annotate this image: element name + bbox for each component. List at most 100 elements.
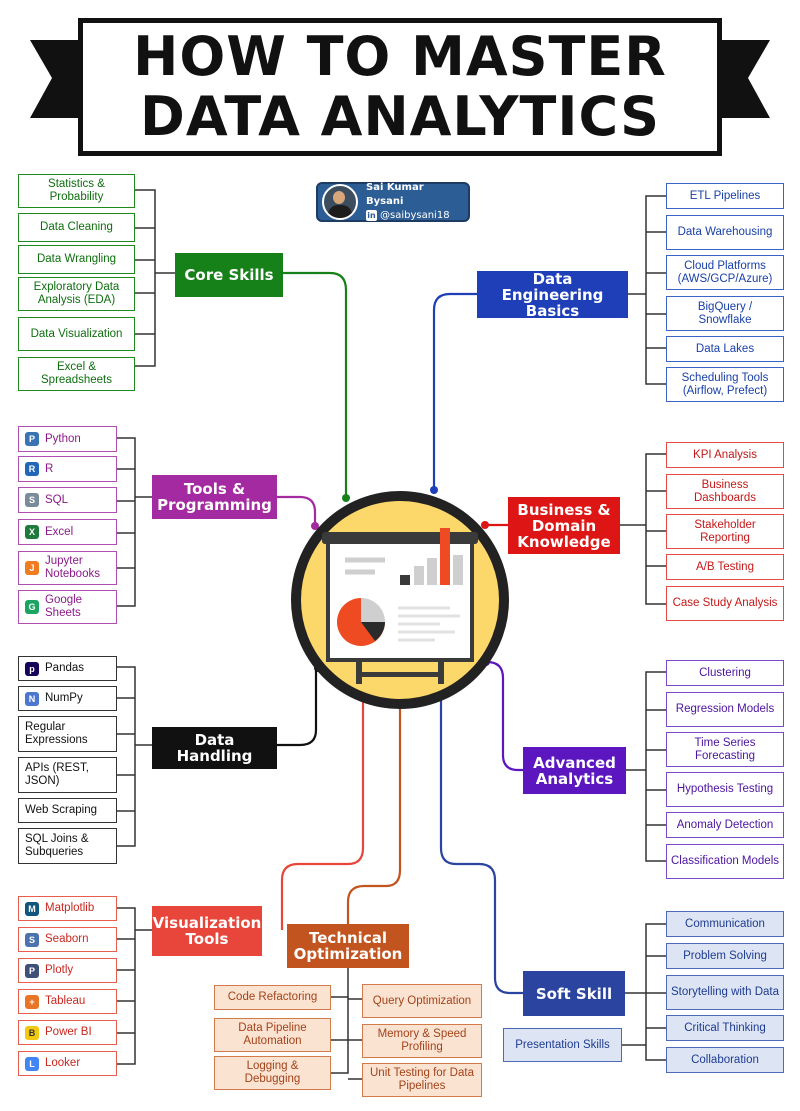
- adv-item: Clustering: [666, 660, 784, 686]
- core-skill-item: Data Wrangling: [18, 245, 135, 274]
- r-icon: R: [25, 462, 39, 476]
- eng-item: ETL Pipelines: [666, 183, 784, 209]
- tech-item: Logging & Debugging: [214, 1056, 331, 1090]
- category-business-domain: Business & Domain Knowledge: [508, 497, 620, 554]
- python-icon: P: [25, 432, 39, 446]
- core-skill-item: Statistics & Probability: [18, 174, 135, 208]
- handling-label: NumPy: [45, 692, 83, 704]
- soft-item: Problem Solving: [666, 943, 784, 969]
- core-skill-item: Excel & Spreadsheets: [18, 357, 135, 391]
- viz-label: Seaborn: [45, 933, 89, 945]
- excel-icon: X: [25, 525, 39, 539]
- category-technical-optimization: Technical Optimization: [287, 924, 409, 968]
- title-line-2: DATA ANALYTICS: [140, 85, 660, 148]
- viz-item-seaborn: S Seaborn: [18, 927, 117, 952]
- tech-item: Query Optimization: [362, 984, 482, 1018]
- soft-item: Communication: [666, 911, 784, 937]
- tool-label: Excel: [45, 525, 74, 538]
- category-advanced-analytics: Advanced Analytics: [523, 747, 626, 794]
- biz-item: KPI Analysis: [666, 442, 784, 468]
- viz-item-plotly: P Plotly: [18, 958, 117, 983]
- pandas-icon: p: [25, 661, 39, 676]
- author-badge[interactable]: Sai Kumar Bysani in@saibysani18: [316, 182, 470, 222]
- viz-item-tableau: + Tableau: [18, 989, 117, 1014]
- adv-item: Time Series Forecasting: [666, 732, 784, 767]
- banner-ribbon-left: [30, 40, 78, 118]
- biz-item: Case Study Analysis: [666, 586, 784, 621]
- tool-item-excel: X Excel: [18, 519, 117, 545]
- soft-item-presentation: Presentation Skills: [503, 1028, 622, 1062]
- adv-item: Hypothesis Testing: [666, 772, 784, 807]
- core-skill-item: Data Cleaning: [18, 213, 135, 242]
- tool-label: Jupyter Notebooks: [45, 555, 100, 580]
- google-sheets-icon: G: [25, 600, 39, 614]
- viz-label: Power BI: [45, 1026, 92, 1038]
- category-data-handling: Data Handling: [152, 727, 277, 769]
- tech-item: Code Refactoring: [214, 985, 331, 1010]
- eng-item: Data Lakes: [666, 336, 784, 362]
- biz-item: A/B Testing: [666, 554, 784, 580]
- author-name: Sai Kumar Bysani: [366, 182, 424, 207]
- category-core-skills: Core Skills: [175, 253, 283, 297]
- author-handle: @saibysani18: [380, 210, 450, 221]
- seaborn-icon: S: [25, 932, 39, 947]
- viz-label: Looker: [45, 1057, 81, 1069]
- core-skill-item: Exploratory Data Analysis (EDA): [18, 277, 135, 311]
- viz-item-power-bi: B Power BI: [18, 1020, 117, 1045]
- title-banner: HOW TO MASTER DATA ANALYTICS: [78, 18, 722, 156]
- tool-item-python: P Python: [18, 426, 117, 452]
- eng-item: Cloud Platforms (AWS/GCP/Azure): [666, 255, 784, 290]
- tool-item-jupyter: J Jupyter Notebooks: [18, 551, 117, 585]
- adv-item: Classification Models: [666, 844, 784, 879]
- linkedin-icon: in: [366, 209, 377, 221]
- soft-item: Critical Thinking: [666, 1015, 784, 1041]
- tool-item-google-sheets: G Google Sheets: [18, 590, 117, 624]
- tool-label: Google Sheets: [45, 594, 83, 619]
- handling-label: Pandas: [45, 662, 85, 674]
- category-data-engineering: Data Engineering Basics: [477, 271, 628, 319]
- tool-item-sql: S SQL: [18, 487, 117, 513]
- handling-item: Regular Expressions: [18, 716, 117, 752]
- numpy-icon: N: [25, 691, 39, 706]
- plotly-icon: P: [25, 963, 39, 978]
- title-line-1: HOW TO MASTER: [133, 25, 667, 88]
- tool-label: Python: [45, 432, 81, 445]
- avatar: [322, 184, 358, 220]
- adv-item: Regression Models: [666, 692, 784, 727]
- core-skill-item: Data Visualization: [18, 317, 135, 351]
- adv-item: Anomaly Detection: [666, 812, 784, 838]
- viz-item-looker: L Looker: [18, 1051, 117, 1076]
- category-soft-skill: Soft Skill: [523, 971, 625, 1016]
- jupyter-icon: J: [25, 561, 39, 575]
- power-bi-icon: B: [25, 1025, 39, 1040]
- soft-item: Collaboration: [666, 1047, 784, 1073]
- tech-item: Unit Testing for Data Pipelines: [362, 1063, 482, 1097]
- viz-label: Tableau: [45, 995, 86, 1007]
- handling-item: SQL Joins & Subqueries: [18, 828, 117, 864]
- handling-item: APIs (REST, JSON): [18, 757, 117, 793]
- soft-item: Storytelling with Data: [666, 975, 784, 1010]
- biz-item: Stakeholder Reporting: [666, 514, 784, 549]
- matplotlib-icon: M: [25, 901, 39, 916]
- banner-ribbon-right: [722, 40, 770, 118]
- tech-item: Memory & Speed Profiling: [362, 1024, 482, 1058]
- tool-label: SQL: [45, 493, 69, 506]
- handling-item: Web Scraping: [18, 798, 117, 823]
- tech-item: Data Pipeline Automation: [214, 1018, 331, 1052]
- biz-item: Business Dashboards: [666, 474, 784, 509]
- eng-item: Scheduling Tools (Airflow, Prefect): [666, 367, 784, 402]
- tableau-icon: +: [25, 994, 39, 1009]
- tool-label: R: [45, 462, 54, 475]
- category-visualization-tools: Visualization Tools: [152, 906, 262, 956]
- eng-item: Data Warehousing: [666, 215, 784, 250]
- category-tools-programming: Tools & Programming: [152, 475, 277, 519]
- eng-item: BigQuery / Snowflake: [666, 296, 784, 331]
- handling-item-numpy: N NumPy: [18, 686, 117, 711]
- hub-illustration: [291, 491, 509, 709]
- sql-icon: S: [25, 493, 39, 507]
- looker-icon: L: [25, 1056, 39, 1071]
- handling-item-pandas: p Pandas: [18, 656, 117, 681]
- viz-label: Plotly: [45, 964, 74, 976]
